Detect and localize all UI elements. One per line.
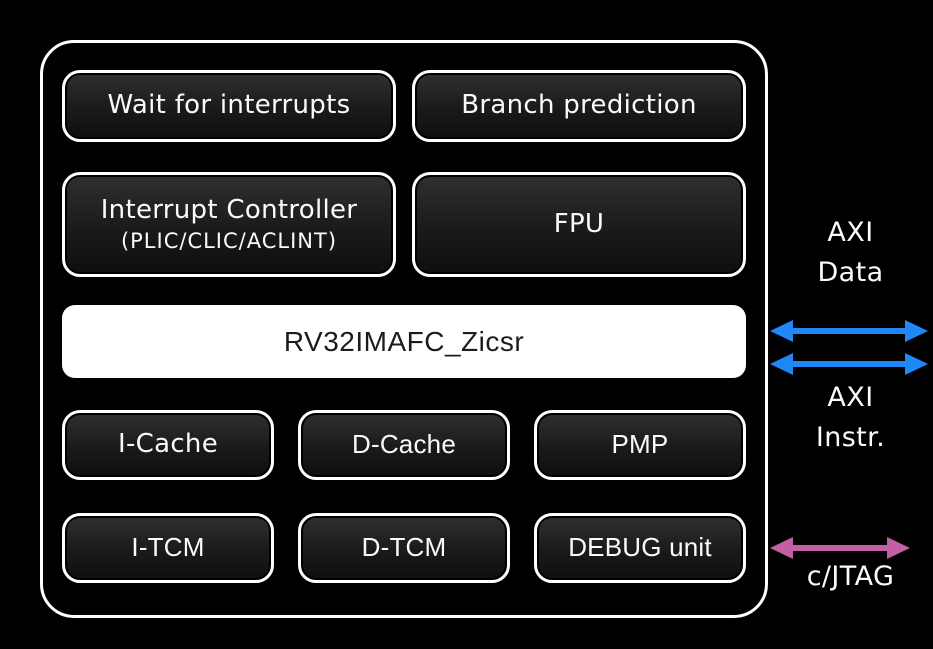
axi-instr-arrow-icon: [770, 353, 928, 375]
block-label: PMP: [611, 429, 669, 460]
cpu-core-container: Wait for interrupts Branch prediction In…: [40, 40, 768, 618]
axi-instr-label: AXI Instr.: [768, 378, 933, 458]
block-core-rv32imafc-zicsr: RV32IMAFC_Zicsr: [62, 305, 746, 378]
block-label: RV32IMAFC_Zicsr: [283, 325, 525, 357]
jtag-label: c/JTAG: [768, 557, 933, 597]
row-caches: I-Cache D-Cache PMP: [62, 410, 746, 480]
block-label: I-TCM: [131, 532, 205, 563]
block-label: Branch prediction: [461, 90, 697, 121]
block-wait-for-interrupts: Wait for interrupts: [62, 70, 396, 142]
block-branch-prediction: Branch prediction: [412, 70, 746, 142]
block-sublabel: (PLIC/CLIC/ACLINT): [120, 228, 338, 253]
block-debug-unit: DEBUG unit: [534, 513, 746, 583]
block-pmp: PMP: [534, 410, 746, 480]
axi-instr-label-line2: Instr.: [815, 422, 886, 453]
axi-data-label-line2: Data: [817, 257, 884, 288]
axi-instr-label-line1: AXI: [827, 382, 874, 413]
block-label: FPU: [553, 208, 605, 239]
jtag-label-text: c/JTAG: [806, 561, 895, 592]
block-i-tcm: I-TCM: [62, 513, 274, 583]
block-d-cache: D-Cache: [298, 410, 510, 480]
block-interrupt-controller: Interrupt Controller (PLIC/CLIC/ACLINT): [62, 172, 396, 277]
row-top: Wait for interrupts Branch prediction: [62, 70, 746, 142]
axi-data-label-line1: AXI: [827, 217, 874, 248]
block-i-cache: I-Cache: [62, 410, 274, 480]
block-label: DEBUG unit: [568, 532, 712, 563]
block-fpu: FPU: [412, 172, 746, 277]
block-label: D-TCM: [361, 532, 447, 563]
axi-data-arrow-icon: [770, 320, 928, 342]
row-second: Interrupt Controller (PLIC/CLIC/ACLINT) …: [62, 172, 746, 277]
bus-interface-column: AXI Data AXI Instr. c/JTAG: [768, 0, 933, 649]
axi-data-label: AXI Data: [768, 213, 933, 293]
block-d-tcm: D-TCM: [298, 513, 510, 583]
block-label: Interrupt Controller: [100, 194, 358, 225]
block-label: Wait for interrupts: [107, 90, 351, 121]
block-label: D-Cache: [352, 429, 456, 460]
jtag-arrow-icon: [770, 537, 910, 559]
row-tcm-debug: I-TCM D-TCM DEBUG unit: [62, 513, 746, 583]
block-label: I-Cache: [117, 429, 218, 460]
